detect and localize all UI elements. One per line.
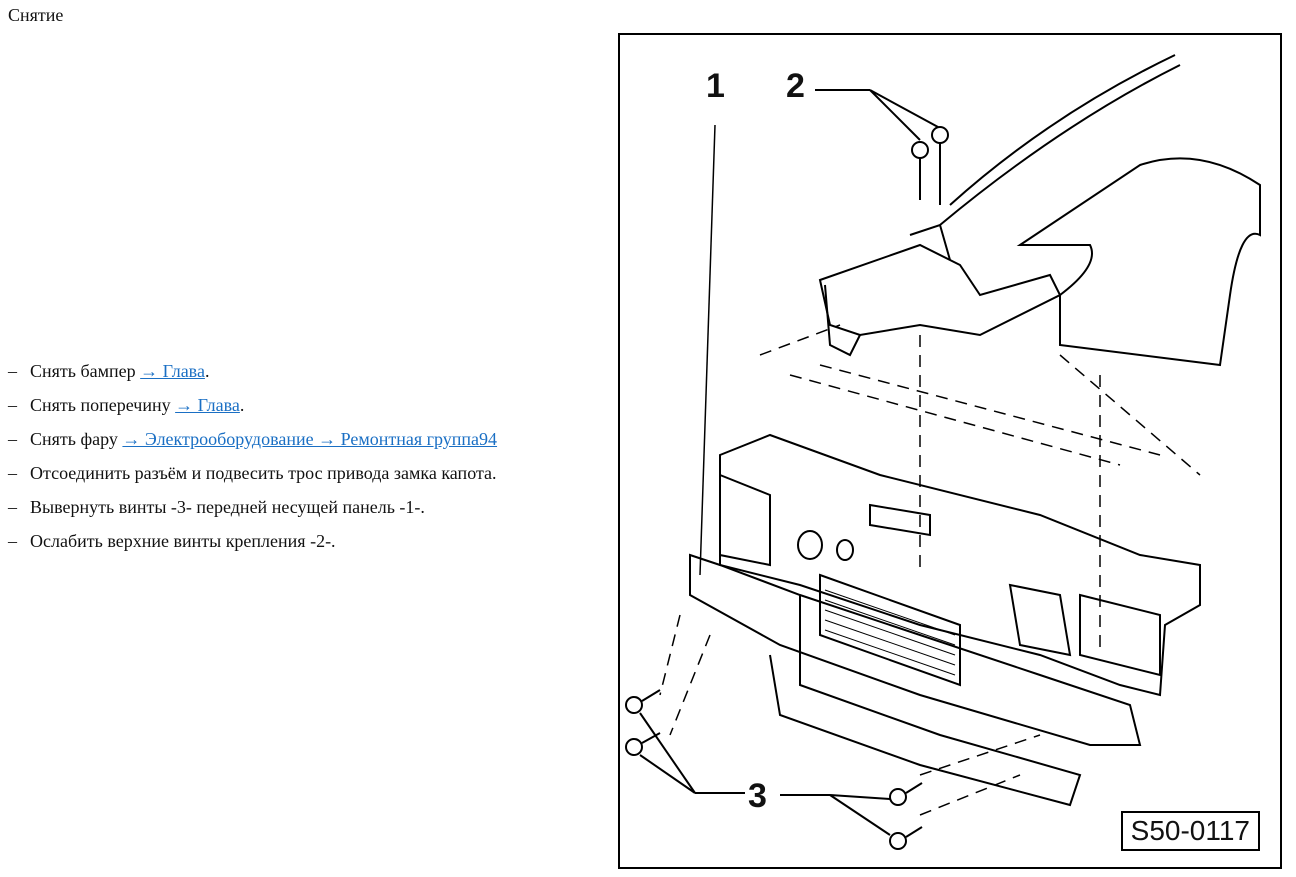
label-1: 1 xyxy=(706,67,725,105)
dash: – xyxy=(8,361,17,381)
front-carrier-panel xyxy=(689,433,1201,807)
step-item: –Снять поперечину → Глава. xyxy=(8,393,497,427)
label-2: 2 xyxy=(786,67,805,105)
step-item: –Отсоединить разъём и подвесить трос при… xyxy=(8,461,497,495)
step-item: –Снять фару → Электрооборудование → Ремо… xyxy=(8,427,497,461)
chapter-link[interactable]: → Глава xyxy=(140,361,205,381)
fender-drawing xyxy=(818,54,1261,367)
step-list: –Снять бампер → Глава. –Снять поперечину… xyxy=(8,359,497,563)
step-text: Снять поперечину xyxy=(30,395,176,415)
step-item: –Ослабить верхние винты крепления -2-. xyxy=(8,529,497,563)
step-text: Вывернуть винты -3- передней несущей пан… xyxy=(30,497,425,517)
dash: – xyxy=(8,497,17,517)
screws-2 xyxy=(815,89,949,205)
dash: – xyxy=(8,463,17,483)
technical-illustration: 1 2 3 S50-0117 xyxy=(618,33,1282,869)
electrical-link[interactable]: → Электрооборудование → Ремонтная группа… xyxy=(122,429,498,449)
chapter-link[interactable]: → Глава xyxy=(175,395,240,415)
step-item: –Вывернуть винты -3- передней несущей па… xyxy=(8,495,497,529)
step-text: Снять бампер xyxy=(30,361,141,381)
dash: – xyxy=(8,531,17,551)
dash: – xyxy=(8,429,17,449)
dash: – xyxy=(8,395,17,415)
step-text: Снять фару xyxy=(30,429,123,449)
step-item: –Снять бампер → Глава. xyxy=(8,359,497,393)
figure-code: S50-0117 xyxy=(1120,811,1260,851)
section-title: Снятие xyxy=(8,5,64,25)
step-punct: . xyxy=(239,395,245,415)
front-panel-drawing xyxy=(625,54,1261,850)
step-text: Ослабить верхние винты крепления -2-. xyxy=(30,531,336,551)
guide-lines xyxy=(659,124,1201,816)
step-punct: . xyxy=(204,361,210,381)
screws-3 xyxy=(625,689,923,850)
step-text: Отсоединить разъём и подвесить трос прив… xyxy=(30,463,497,483)
label-3: 3 xyxy=(748,777,767,815)
